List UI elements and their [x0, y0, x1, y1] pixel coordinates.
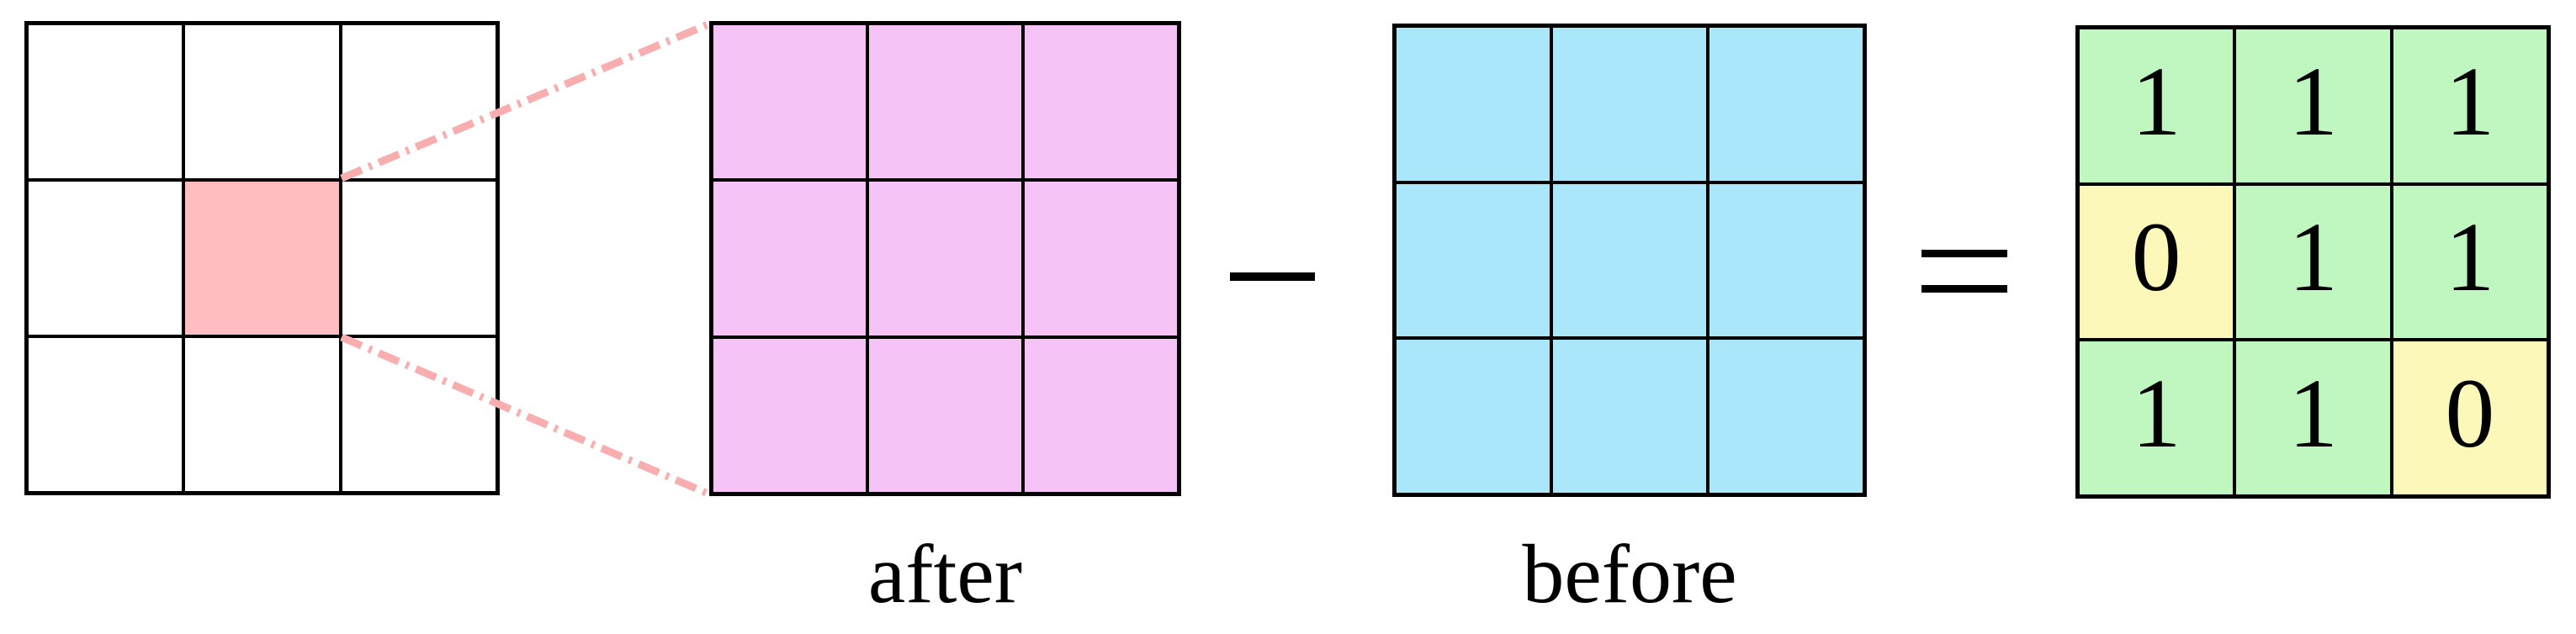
- result-cell-value: 1: [2131, 45, 2181, 156]
- after-grid-cell: [1025, 338, 1177, 492]
- result-cell-value: 1: [2287, 358, 2338, 469]
- before-label: before: [1522, 527, 1737, 621]
- result-cell-value: 1: [2287, 202, 2338, 313]
- before-grid-cell: [1397, 28, 1550, 181]
- after-grid-cell: [713, 182, 866, 335]
- before-grid-cell: [1553, 28, 1706, 181]
- equals-bar-top: [1921, 250, 2007, 257]
- before-grid: [1392, 24, 1867, 497]
- result-cell-value: 1: [2131, 358, 2181, 469]
- after-grid: [709, 21, 1181, 496]
- result-cell: 1: [2236, 341, 2390, 494]
- minus-operator: [1230, 272, 1315, 281]
- source-grid-cell: [29, 182, 183, 335]
- before-grid-cell: [1553, 340, 1706, 493]
- result-cell-value: 0: [2445, 358, 2495, 469]
- result-cell-value: 1: [2445, 45, 2495, 156]
- source-grid-cell: [342, 182, 496, 335]
- before-grid-cell: [1709, 183, 1863, 337]
- result-cell: 0: [2080, 185, 2234, 339]
- result-cell-value: 0: [2131, 202, 2181, 313]
- source-grid: [24, 21, 500, 495]
- before-grid-cell: [1397, 183, 1550, 337]
- result-cell: 0: [2393, 341, 2547, 494]
- after-grid-cell: [713, 25, 866, 179]
- result-cell: 1: [2080, 29, 2234, 182]
- source-grid-cell: [29, 338, 183, 491]
- equals-bar-bottom: [1921, 285, 2007, 293]
- result-grid: 1 1 1 0 1 1 1 1 0: [2075, 25, 2551, 499]
- result-cell: 1: [2393, 29, 2547, 182]
- after-label: after: [867, 527, 1023, 621]
- result-cell: 1: [2080, 341, 2234, 494]
- before-grid-cell: [1709, 28, 1863, 181]
- after-grid-cell: [1025, 25, 1177, 179]
- after-grid-cell: [713, 338, 866, 492]
- after-grid-cell: [869, 338, 1021, 492]
- result-cell-value: 1: [2445, 202, 2495, 313]
- result-cell: 1: [2393, 185, 2547, 339]
- result-cell: 1: [2236, 185, 2390, 339]
- result-cell-value: 1: [2287, 45, 2338, 156]
- equals-operator: [1921, 250, 2007, 293]
- source-grid-cell: [342, 25, 496, 178]
- before-grid-cell: [1553, 183, 1706, 337]
- after-grid-cell: [869, 182, 1021, 335]
- before-grid-cell: [1397, 340, 1550, 493]
- result-cell: 1: [2236, 29, 2390, 182]
- source-grid-cell: [185, 25, 339, 178]
- after-grid-cell: [869, 25, 1021, 179]
- after-grid-cell: [1025, 182, 1177, 335]
- source-grid-cell: [342, 338, 496, 491]
- source-grid-cell: [185, 338, 339, 491]
- source-grid-highlight-cell: [185, 182, 339, 335]
- before-grid-cell: [1709, 340, 1863, 493]
- source-grid-cell: [29, 25, 183, 178]
